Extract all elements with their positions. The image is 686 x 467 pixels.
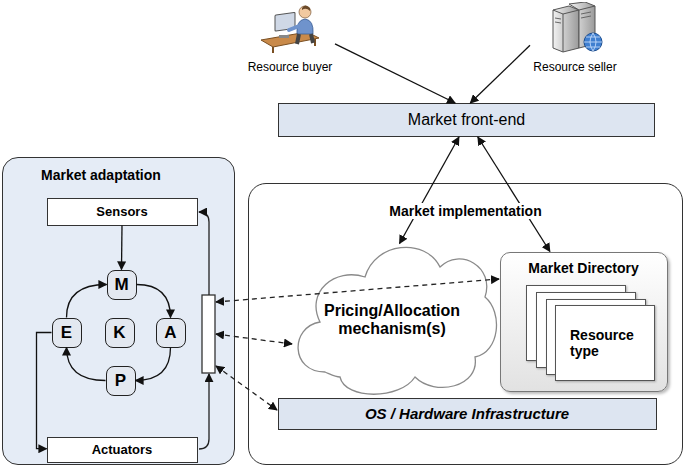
connector-arrow bbox=[67, 348, 106, 381]
node-label: OS / Hardware Infrastructure bbox=[365, 405, 569, 422]
mape-step: M bbox=[107, 270, 137, 300]
implementation-panel: Market implementationPricing/Allocation … bbox=[248, 183, 683, 465]
junction-bar bbox=[202, 295, 215, 373]
buyer-icon bbox=[255, 2, 325, 54]
connector-arrow bbox=[136, 348, 171, 381]
connector-arrow bbox=[470, 45, 530, 103]
connector-arrow bbox=[335, 44, 455, 103]
buyer-figure: Resource buyer bbox=[245, 2, 335, 78]
connector-arrow bbox=[400, 137, 459, 244]
directory-box: Market DirectoryResource type bbox=[500, 252, 668, 392]
knowledge-box: K bbox=[105, 318, 135, 348]
sensors-box: Sensors bbox=[47, 198, 198, 226]
resource-page: Resource type bbox=[555, 305, 655, 381]
sensor-feed-line bbox=[199, 212, 209, 295]
dashed-link bbox=[216, 279, 499, 302]
connector-arrow bbox=[121, 226, 123, 270]
node-label: Market Directory bbox=[528, 260, 639, 276]
dashed-link bbox=[216, 334, 292, 344]
connector-arrow bbox=[67, 285, 107, 318]
node-label: Market adaptation bbox=[41, 167, 161, 183]
front-end-box: Market front-end bbox=[278, 103, 655, 137]
connector-arrow bbox=[137, 285, 171, 318]
actuator-feed-line bbox=[199, 374, 209, 449]
mape-step: P bbox=[106, 366, 136, 396]
infrastructure-band: OS / Hardware Infrastructure bbox=[278, 398, 657, 430]
node-label: Resource type bbox=[570, 327, 640, 359]
server-icon bbox=[543, 2, 607, 54]
actuators-box: Actuators bbox=[47, 437, 198, 463]
connector-arrow bbox=[37, 333, 52, 449]
node-label: Resource buyer bbox=[245, 60, 335, 74]
node-label: Market implementation bbox=[386, 203, 544, 219]
node-label: Sensors bbox=[96, 204, 147, 219]
node-label: E bbox=[61, 323, 72, 343]
node-label: M bbox=[114, 275, 128, 295]
mape-step: A bbox=[156, 318, 186, 348]
mape-step: E bbox=[52, 318, 82, 348]
node-label: P bbox=[115, 371, 126, 391]
adaptation-panel: Market adaptationSensorsM E K A P Actuators bbox=[2, 157, 235, 465]
mechanism-cloud: Pricing/Allocation mechanism(s) bbox=[285, 232, 500, 398]
node-label: Pricing/Allocation mechanism(s) bbox=[312, 302, 472, 339]
node-label: Resource seller bbox=[530, 60, 620, 74]
node-label: A bbox=[164, 323, 176, 343]
node-label: Market front-end bbox=[408, 111, 525, 129]
node-label: K bbox=[113, 323, 125, 343]
connector-arrow bbox=[478, 137, 550, 252]
dashed-link bbox=[216, 366, 277, 410]
seller-figure: Resource seller bbox=[530, 2, 620, 78]
node-label: Actuators bbox=[92, 442, 153, 457]
